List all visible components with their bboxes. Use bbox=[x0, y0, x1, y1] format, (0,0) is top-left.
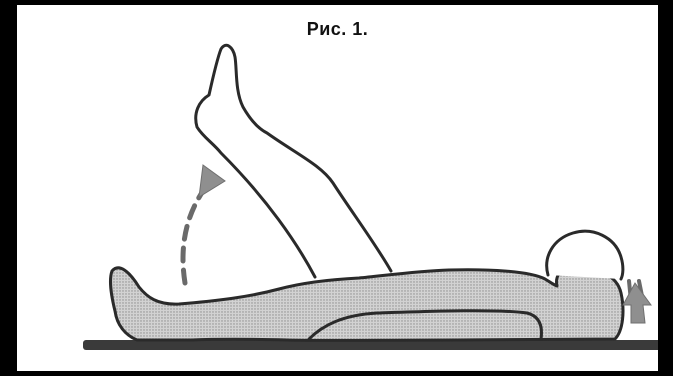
figure-canvas: Рис. 1. bbox=[17, 5, 658, 371]
head-direction-arrow bbox=[623, 283, 651, 323]
raised-leg bbox=[196, 45, 391, 277]
movement-arc bbox=[183, 191, 203, 283]
head bbox=[547, 231, 623, 279]
leg-direction-arrow bbox=[199, 165, 225, 197]
exercise-illustration bbox=[17, 5, 658, 371]
lying-body bbox=[111, 267, 623, 340]
